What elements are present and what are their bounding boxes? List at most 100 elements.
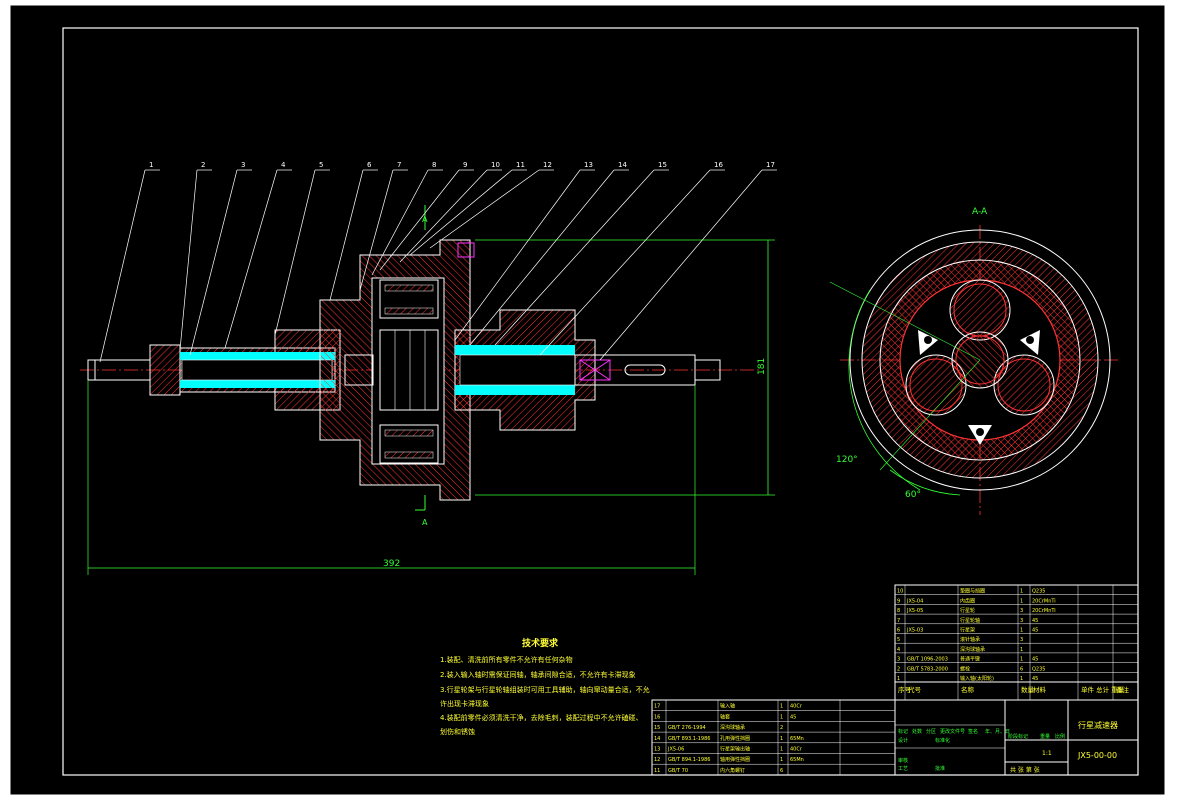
bom-header-cell: 单件 总计 重量 [1081,685,1125,694]
bom-header-cell: 数量 [1021,685,1035,694]
bom-upper-cell: 1 [1020,657,1023,663]
balloon-14: 14 [618,161,627,169]
bom-lower-cell: 轴套 [720,713,730,720]
balloon-11: 11 [516,161,525,169]
bom-upper-cell: 6 [897,628,900,634]
bom-upper-cell: 行星轮轴 [960,617,980,624]
bom-upper-cell: 4 [897,647,900,653]
dim-angle-120: 120° [836,455,858,465]
bom-upper-cell: 5 [897,637,900,643]
bom-upper-cell: 行星轮 [960,607,975,614]
title-block-label: 比例 [1055,733,1065,740]
title-block-drawing-number: JX5-00-00 [1077,751,1117,760]
note-line-4: 许出现卡滞现象 [440,699,489,708]
bom-lower-cell: 12 [654,757,660,763]
balloon-9: 9 [463,161,467,169]
title-block-label: 更改文件号 [940,728,965,735]
bom-upper-cell: 3 [1020,637,1023,643]
bom-upper-cell: 10 [897,589,903,595]
section-marker-bottom: A [422,518,428,527]
bom-upper-cell: 1 [1020,598,1023,604]
title-block-label: 处数 [912,728,922,735]
title-block: 行星减速器 JX5-00-00 1:1 共 张 第 张 标记处数分区更改文件号签… [894,700,1138,775]
bom-lower-cell: 6 [780,768,783,774]
title-block-label: 重量 [1040,733,1050,740]
bom-upper-cell: 内齿圈 [960,597,975,604]
bom-upper-cell: 20CrMnTi [1032,598,1056,604]
bom-lower-cell: GB/T 70 [668,768,688,774]
bom-lower-cell: GB/T 894.1-1986 [668,757,710,763]
balloon-1: 1 [149,161,153,169]
title-block-label: 标准化 [935,737,950,744]
title-block-label: 审核 [898,757,908,764]
bom-upper-cell: 3 [897,657,900,663]
bom-upper-cell: 45 [1032,628,1038,634]
bom-header-cell: 名称 [961,685,975,694]
outer-border [9,4,1166,796]
bom-lower-cell: 15 [654,725,660,731]
dim-angle-60: 60° [905,490,921,500]
bom-lower-cell: 40Cr [790,704,803,710]
main-section-view: A A 181 392 [80,205,775,575]
bom-upper-cell: 3 [1020,618,1023,624]
dim-overall-length: 392 [383,559,400,569]
bom-upper-cell: 45 [1032,618,1038,624]
bom-upper-cell: 6 [1020,666,1023,672]
balloon-8: 8 [432,161,436,169]
title-block-label: 分区 [926,728,936,735]
bom-upper-cell: 滚针轴承 [960,636,980,643]
bom-upper-cell: 1 [1020,676,1023,682]
bom-upper-cell: 3 [1020,608,1023,614]
bom-lower-cell: 65Mn [790,736,804,742]
title-block-label: 阶段标记 [1008,733,1028,740]
bom-upper-cell: 输入轴(太阳轮) [960,675,994,682]
bom-upper-cell: 45 [1032,657,1038,663]
balloon-12: 12 [543,161,552,169]
bom-lower-cell: 轴用弹性挡圈 [720,756,750,763]
output-shaft-highlight-upper [455,345,575,355]
bom-lower-cell: GB/T 893.1-1986 [668,736,710,742]
bom-lower-cell: 1 [780,714,783,720]
balloon-5: 5 [319,161,323,169]
title-block-scale: 1:1 [1042,750,1052,757]
note-line-6: 划伤和锈蚀 [440,727,475,736]
note-line-1: 1.装配、清洗前所有零件不允许有任何杂物 [440,655,573,664]
bom-lower-cell: 11 [654,768,660,774]
title-block-label: 年、月、日 [985,728,1010,735]
bom-upper-cell: 1 [1020,647,1023,653]
balloon-4: 4 [281,161,286,169]
section-marker-top: A [422,215,428,224]
title-block-label: 工艺 [898,766,908,772]
bom-upper-cell: 1 [1020,628,1023,634]
note-line-2: 2.装入输入轴时需保证同轴，轴承间隙合适，不允许有卡滞现象 [440,670,636,679]
bom-lower-cell: 65Mn [790,757,804,763]
title-block-sheet-info: 共 张 第 张 [1010,766,1040,774]
bom-lower-cell: JX5-06 [667,747,684,753]
bom-header-cell: 备注 [1116,685,1130,694]
balloon-10: 10 [491,161,500,169]
bom-upper-cell: JX5-04 [906,598,923,604]
bom-lower-cell: 1 [780,704,783,710]
bom-upper-cell: 1 [1020,589,1023,595]
balloon-2: 2 [201,161,205,169]
inner-border [62,27,1139,776]
bom-upper-cell: GB/T 5783-2000 [907,666,948,672]
bom-header-cell: 序号 [898,685,912,694]
bom-upper-cell: JX5-03 [906,628,923,634]
balloon-13: 13 [584,161,593,169]
side-view-label: A-A [972,207,988,217]
bom-header-cell: 代号 [908,685,922,694]
title-block-label: 签名 [968,728,978,735]
bom-lower-cell: 16 [654,714,660,720]
bom-upper-cell: 普通平键 [960,656,980,663]
title-block-name: 行星减速器 [1078,720,1118,730]
bom-lower-cell: 40Cr [790,747,803,753]
bom-lower-cell: 14 [654,736,660,742]
notes-heading: 技术要求 [522,637,559,649]
note-line-3: 3.行星轮架与行星轮轴组装时可用工具辅助，轴向窜动量合适，不允 [440,685,650,694]
bom-upper-cell: 1 [897,676,900,682]
bom-lower-cell: 45 [790,714,796,720]
